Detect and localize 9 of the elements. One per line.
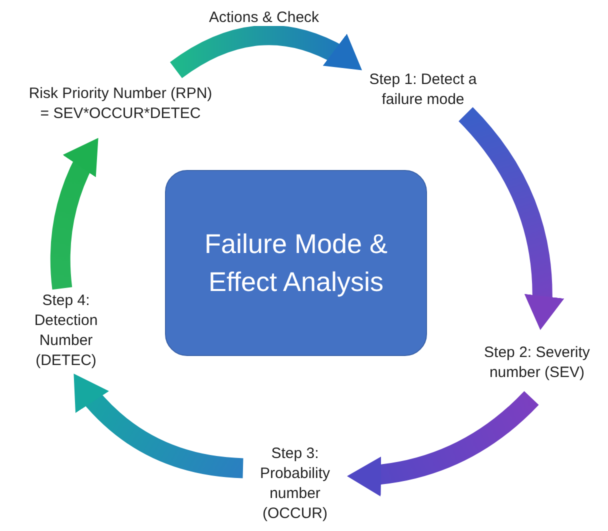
step-label: Step 3: Probability number (OCCUR) (245, 440, 345, 528)
formula-text: Risk Priority Number (RPN) = SEV*OCCUR*DETEC (28, 72, 213, 136)
curved-arrow (346, 390, 539, 496)
curved-arrow (458, 107, 564, 331)
step-label: Step 2: Severity number (SEV) (482, 330, 592, 396)
step-label: Step 4: Detection Number (DETEC) (18, 290, 114, 372)
title-box: Failure Mode & Effect Analysis (165, 170, 427, 356)
edge-label: Actions & Check (207, 9, 322, 26)
step-label: Step 1: Detect a failure mode (362, 68, 484, 112)
